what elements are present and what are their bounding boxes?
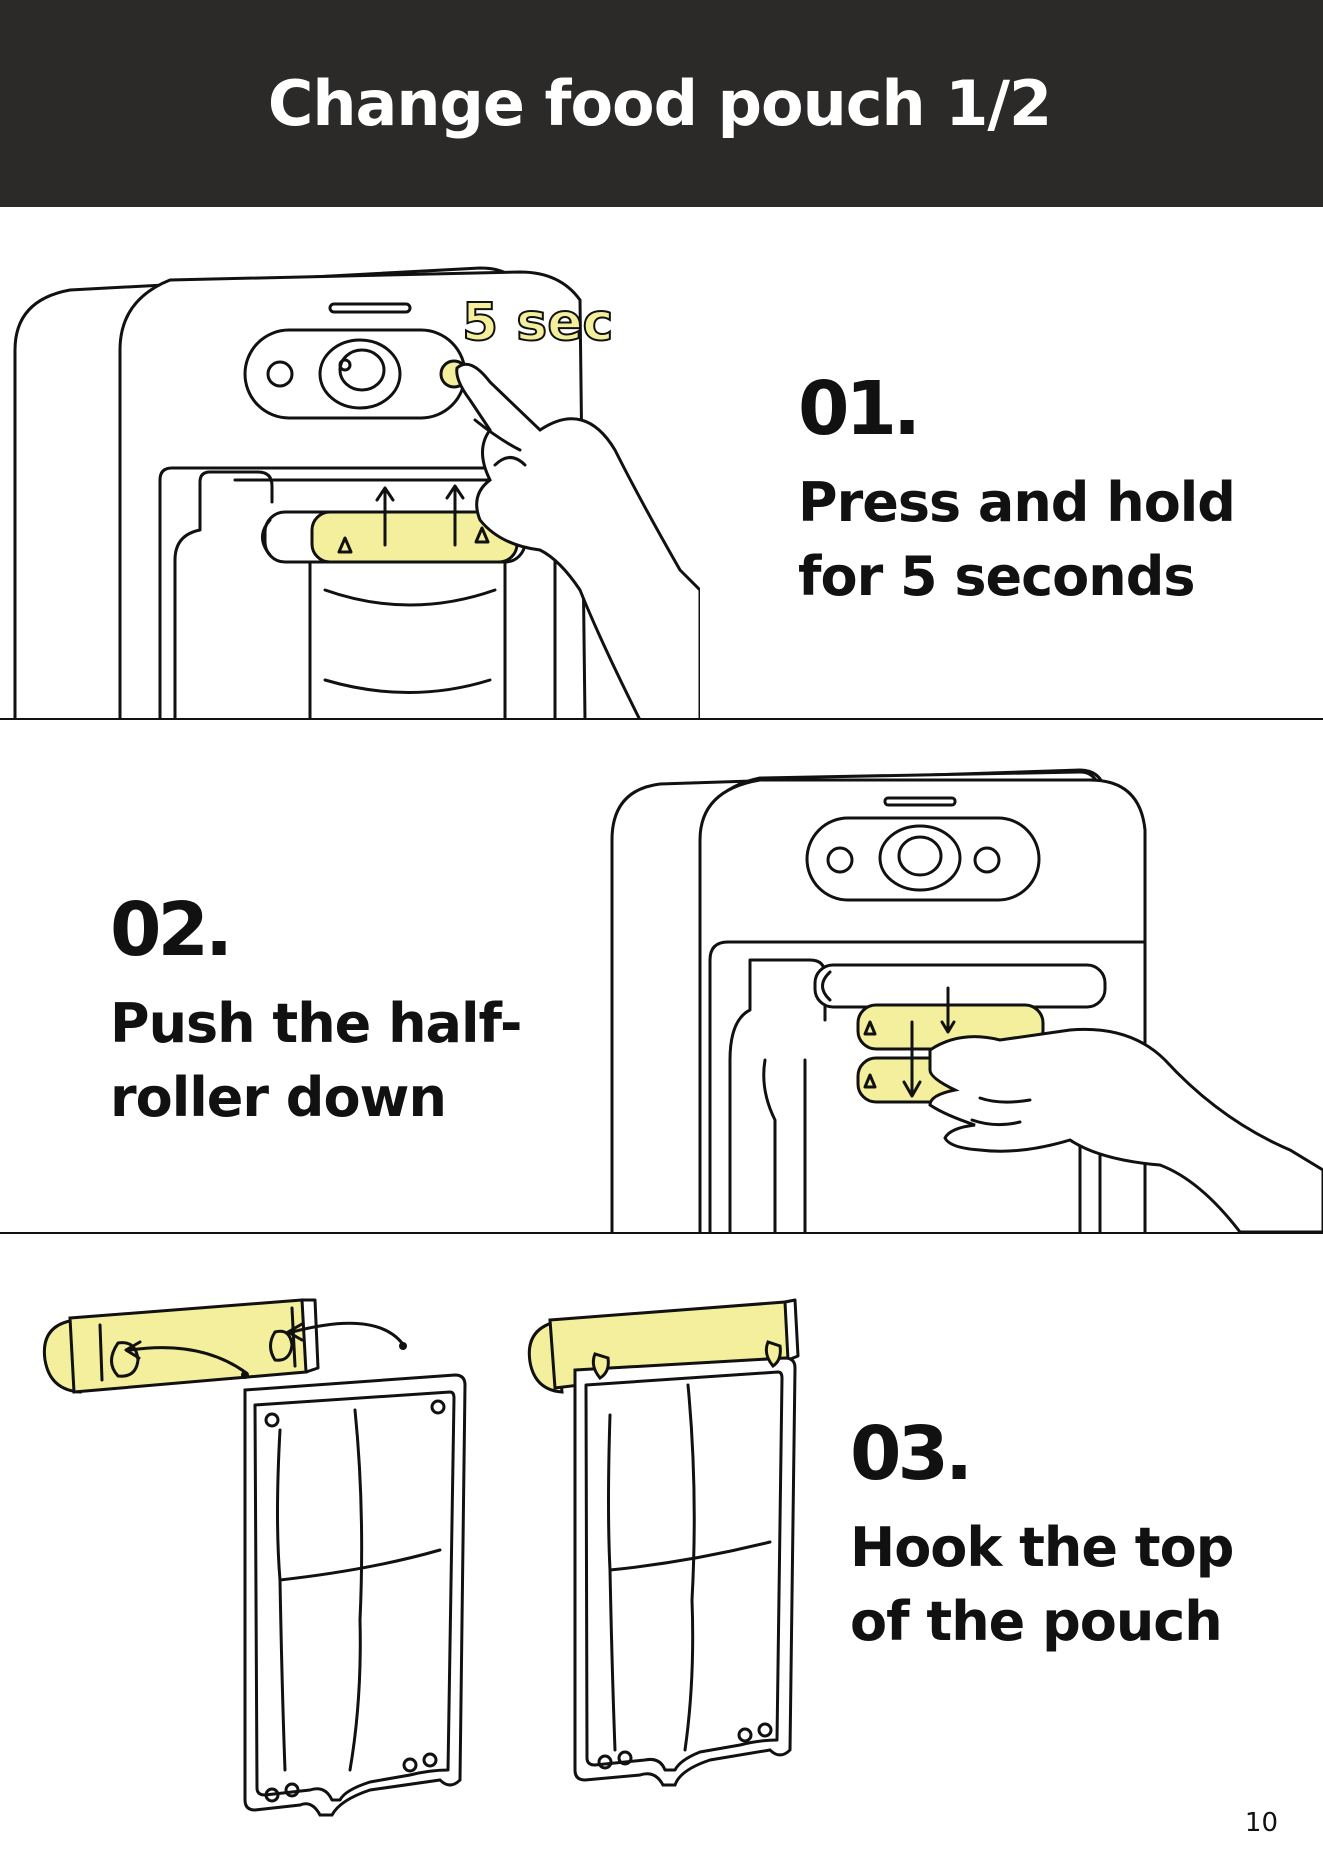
step-2-instruction: Push the half- roller down [110,987,521,1135]
page-header: Change food pouch 1/2 [0,0,1323,207]
section-divider-2 [0,1232,1323,1234]
page-title: Change food pouch 1/2 [268,67,1051,140]
step-2: 02. Push the half- roller down [110,893,521,1135]
device-push-roller-illustration [600,760,1323,1232]
device-press-button-illustration: 5 sec [0,260,700,720]
page-number: 10 [1245,1808,1278,1838]
step-1-line-1: Press and hold [798,466,1235,540]
step-3: 03. Hook the top of the pouch [850,1417,1233,1659]
timer-label: 5 sec [462,293,613,353]
step-1-line-2: for 5 seconds [798,540,1235,614]
pouch-hook-after-illustration [520,1270,820,1790]
step-2-line-1: Push the half- [110,987,521,1061]
pouch-hook-before-illustration [40,1270,480,1820]
step-3-line-2: of the pouch [850,1585,1233,1659]
step-2-line-2: roller down [110,1061,521,1135]
step-1-number: 01. [798,372,1235,446]
step-2-number: 02. [110,893,521,967]
step-3-instruction: Hook the top of the pouch [850,1511,1233,1659]
step-3-number: 03. [850,1417,1233,1491]
section-divider-1 [0,718,1323,720]
step-3-line-1: Hook the top [850,1511,1233,1585]
step-1: 01. Press and hold for 5 seconds [798,372,1235,614]
step-1-instruction: Press and hold for 5 seconds [798,466,1235,614]
